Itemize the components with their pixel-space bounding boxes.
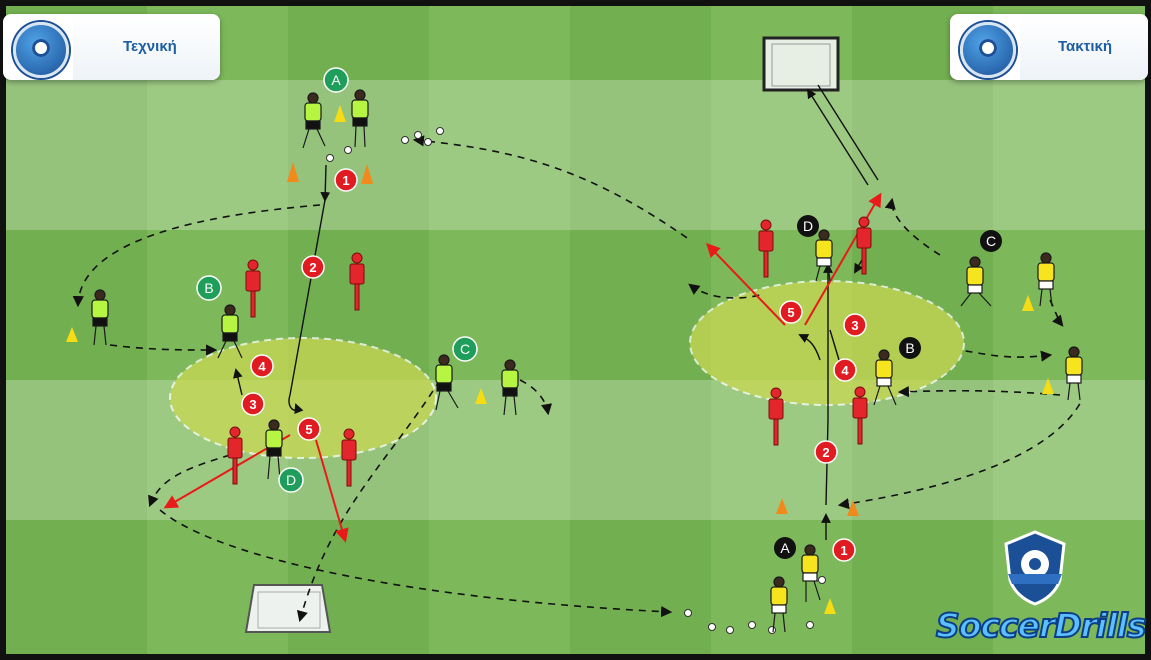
soccer-badge-icon — [960, 22, 1016, 78]
brand-wordmark: SoccerDrills — [936, 606, 1142, 645]
svg-text:5: 5 — [787, 305, 794, 320]
ball — [807, 622, 814, 629]
step-right-3: 3 — [844, 314, 866, 336]
step-right-1: 1 — [833, 539, 855, 561]
ball — [425, 139, 432, 146]
group-label: A — [331, 72, 341, 88]
card-title: Τεχνική — [123, 38, 177, 55]
group-label: B — [905, 340, 914, 356]
svg-text:4: 4 — [258, 359, 266, 374]
step-left-2: 2 — [302, 256, 324, 278]
brand-logo: SoccerDrills — [932, 530, 1144, 650]
step-left-3: 3 — [242, 393, 264, 415]
group-badge-left-c: C — [453, 337, 477, 361]
ball — [327, 155, 334, 162]
ball — [749, 622, 756, 629]
group-badge-left-d: D — [279, 468, 303, 492]
card-title: Τακτική — [1058, 38, 1112, 55]
shield-icon — [1002, 530, 1068, 606]
svg-text:2: 2 — [309, 260, 316, 275]
group-badge-right-d: D — [797, 215, 819, 237]
svg-text:3: 3 — [851, 318, 858, 333]
group-label: B — [204, 280, 213, 296]
group-label: A — [780, 540, 790, 556]
goal-bottom — [246, 585, 330, 632]
step-right-2: 2 — [815, 441, 837, 463]
svg-text:4: 4 — [841, 363, 849, 378]
svg-text:1: 1 — [840, 543, 847, 558]
group-badge-right-a: A — [774, 537, 796, 559]
right-zone — [690, 281, 964, 405]
step-right-5: 5 — [780, 301, 802, 323]
left-zone — [170, 338, 436, 458]
ball — [769, 627, 776, 634]
group-badge-right-b: B — [899, 337, 921, 359]
ball — [437, 128, 444, 135]
group-label: D — [803, 218, 813, 234]
ball — [819, 577, 826, 584]
svg-text:5: 5 — [305, 422, 312, 437]
ball — [709, 624, 716, 631]
ball — [727, 627, 734, 634]
group-label: D — [286, 472, 296, 488]
group-badge-right-c: C — [980, 230, 1002, 252]
step-left-4: 4 — [251, 355, 273, 377]
ball — [402, 137, 409, 144]
technique-card: Τεχνική — [3, 14, 220, 80]
group-label: C — [460, 341, 470, 357]
step-left-1: 1 — [335, 169, 357, 191]
group-label: C — [986, 233, 996, 249]
group-badge-left-b: B — [197, 276, 221, 300]
ball — [345, 147, 352, 154]
group-badge-left-a: A — [324, 68, 348, 92]
step-right-4: 4 — [834, 359, 856, 381]
svg-text:3: 3 — [249, 397, 256, 412]
ball — [685, 610, 692, 617]
soccer-badge-icon — [13, 22, 69, 78]
goal-top — [764, 38, 838, 90]
step-left-5: 5 — [298, 418, 320, 440]
svg-text:1: 1 — [342, 173, 349, 188]
svg-text:2: 2 — [822, 445, 829, 460]
tactics-card: Τακτική — [950, 14, 1148, 80]
ball — [415, 132, 422, 139]
